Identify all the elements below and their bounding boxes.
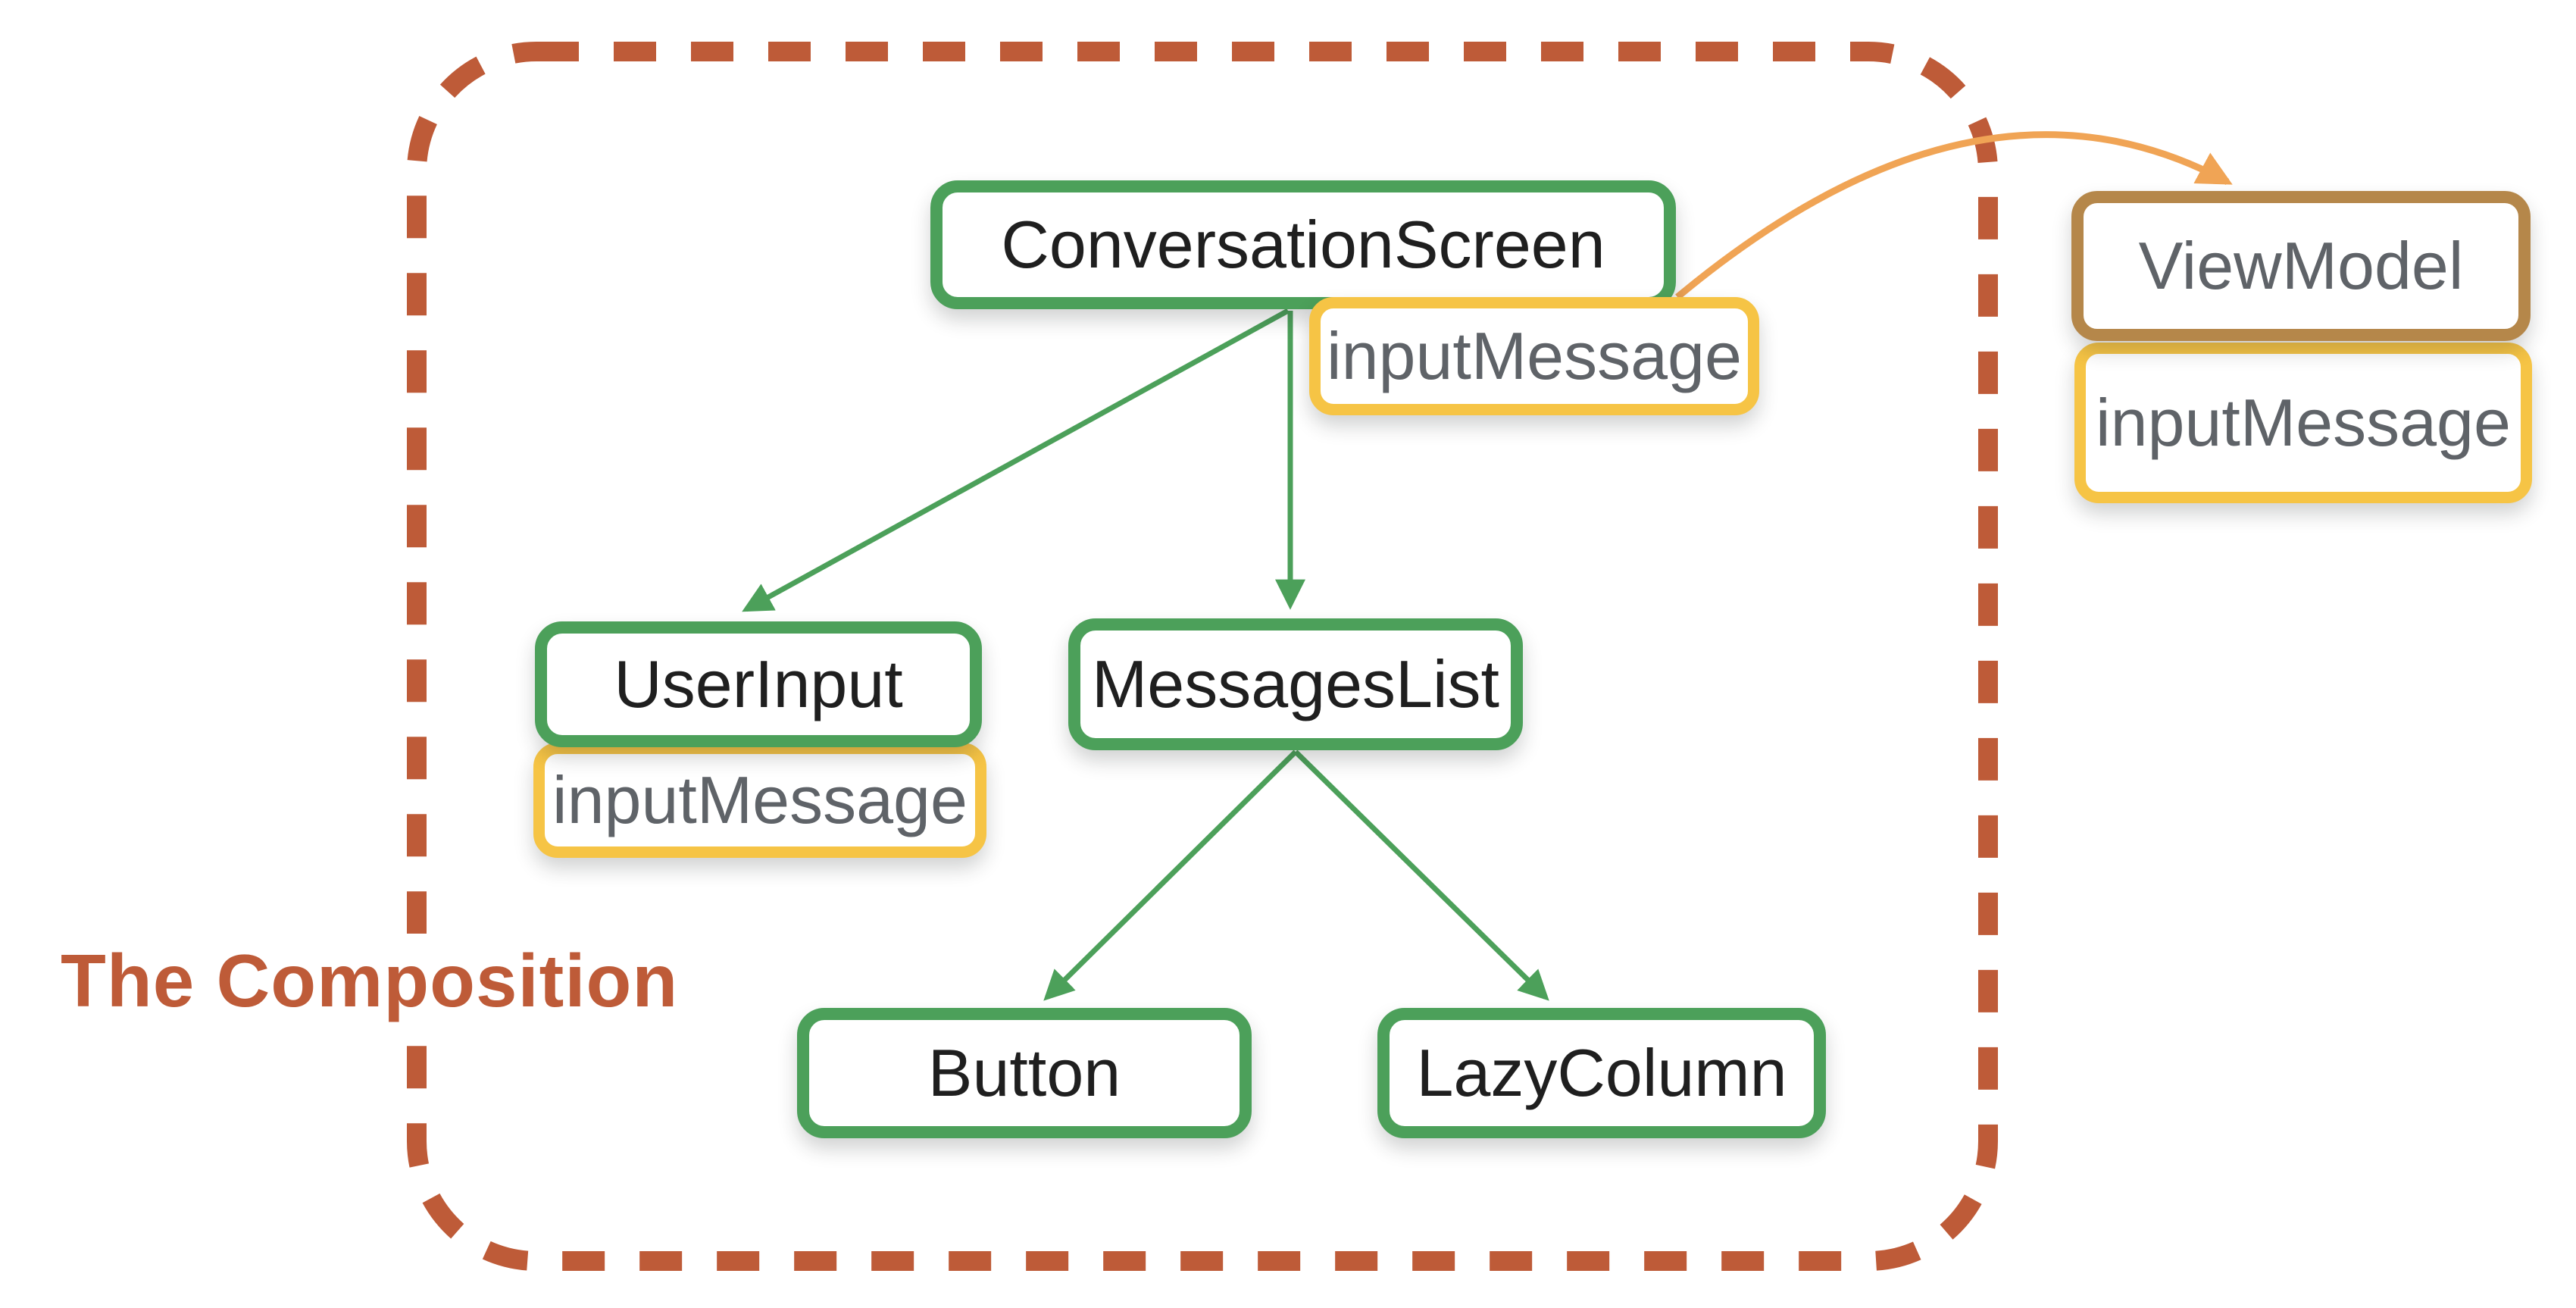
node-messages-list: MessagesList [1068,618,1523,750]
node-button-label: Button [927,1035,1121,1110]
node-button: Button [797,1008,1252,1138]
node-user-input-state: inputMessage [533,743,986,858]
composition-title: The Composition [39,934,700,1028]
edge-conversationscreen-viewmodel [1675,131,2233,300]
node-messages-list-label: MessagesList [1091,646,1499,721]
edge-messageslist-button [1043,749,1298,1001]
node-view-model: ViewModel [2071,191,2531,341]
node-user-input-label: UserInput [614,646,903,721]
node-lazy-column: LazyColumn [1377,1008,1826,1138]
node-conversation-screen: ConversationScreen [930,180,1676,309]
node-view-model-label: ViewModel [2138,228,2464,303]
node-conversation-screen-label: ConversationScreen [1001,207,1605,282]
node-view-model-state: inputMessage [2074,343,2532,503]
node-conversation-screen-state-label: inputMessage [1327,318,1742,393]
node-user-input: UserInput [535,621,982,747]
node-view-model-state-label: inputMessage [2096,385,2511,460]
edge-messageslist-lazycolumn [1293,749,1549,1001]
node-user-input-state-label: inputMessage [552,762,968,837]
edge-conversationscreen-userinput [742,308,1290,612]
node-lazy-column-label: LazyColumn [1416,1035,1787,1110]
node-conversation-screen-state: inputMessage [1309,297,1759,415]
composition-boundary [407,42,1998,1271]
